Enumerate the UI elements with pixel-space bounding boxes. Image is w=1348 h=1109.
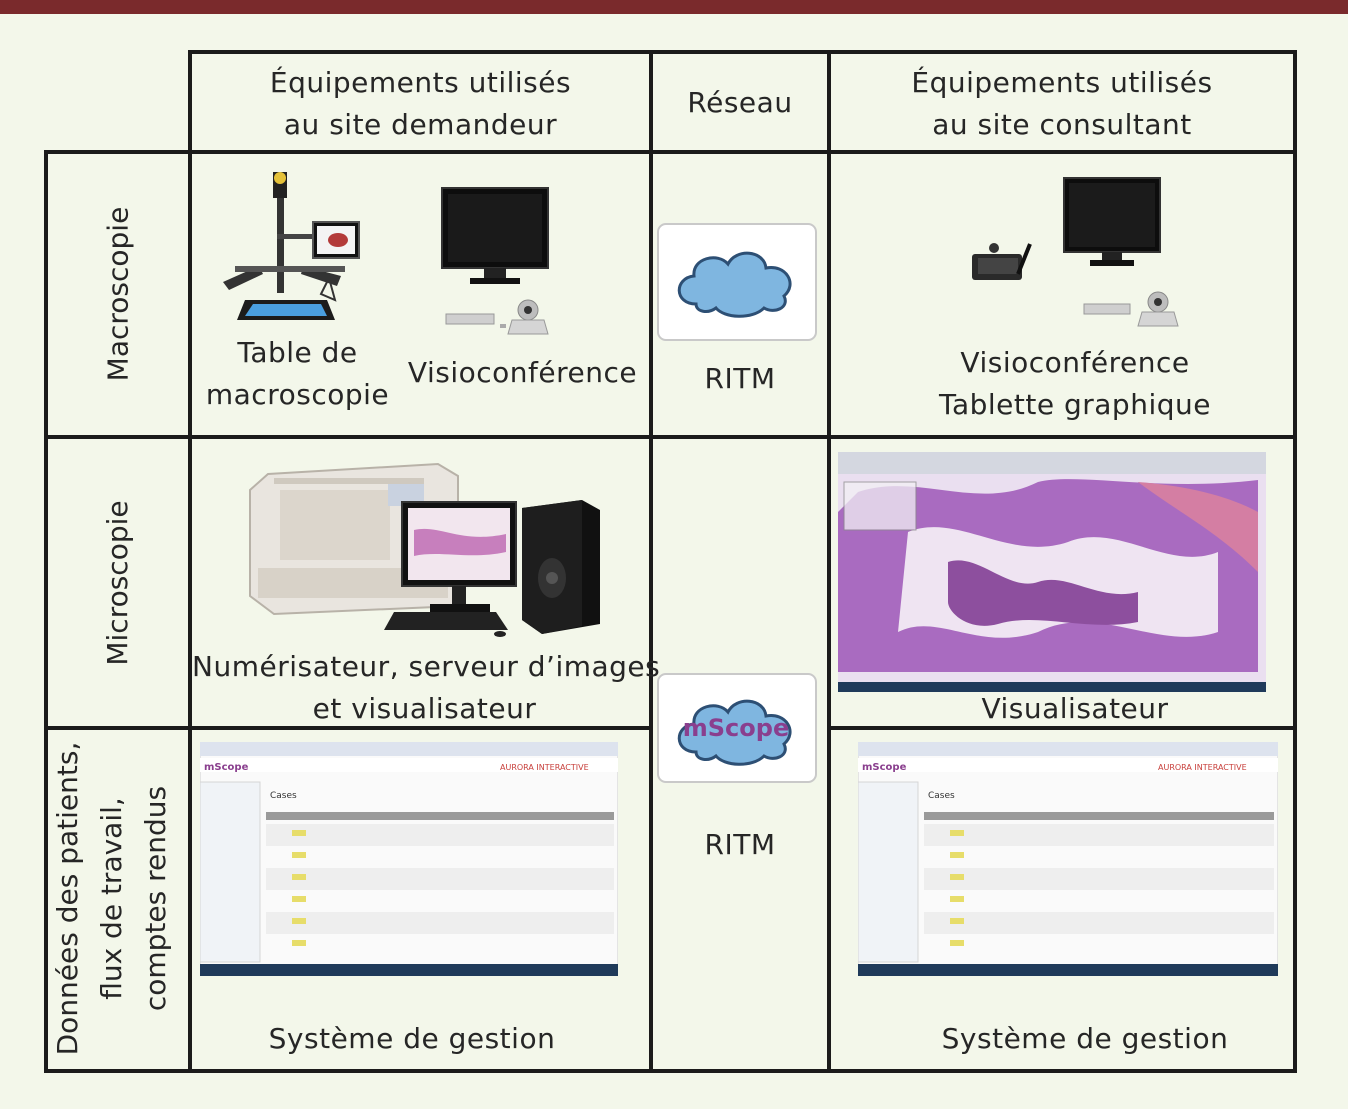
table-macroscopie-line2: macroscopie: [205, 378, 390, 411]
grid-line: [44, 150, 1296, 154]
grid-line: [44, 1069, 1296, 1073]
videoconference-camera-icon: [445, 299, 549, 335]
table-macroscopie-line1: Table de: [237, 336, 358, 369]
mscope-logo-text: mScope: [683, 714, 789, 742]
gestion-label-requester-text: Système de gestion: [268, 1022, 556, 1055]
consultant-macro-label: Visioconférence Tablette graphique: [910, 342, 1240, 426]
visio-label-requester: Visioconférence: [405, 352, 640, 394]
ritm-label-macro: RITM: [653, 358, 827, 400]
row-label-macroscopie-text: Macroscopie: [101, 206, 135, 382]
gestion-label-consultant: Système de gestion: [900, 1018, 1270, 1060]
header-consultant: Équipements utilisés au site consultant: [831, 62, 1293, 146]
visualisateur-label-text: Visualisateur: [981, 692, 1169, 725]
header-network-label: Réseau: [687, 86, 793, 119]
monitor-icon: [401, 501, 517, 612]
header-requester-line2: au site demandeur: [283, 108, 558, 141]
grid-line: [188, 50, 192, 1073]
gestion-label-consultant-text: Système de gestion: [941, 1022, 1229, 1055]
management-system-screenshot: mScope AURORA INTERACTIVE Cases: [858, 742, 1278, 976]
cloud-network-icon: [657, 223, 817, 341]
monitor-icon: [441, 187, 549, 284]
scanner-label: Numérisateur, serveur d’images et visual…: [192, 646, 661, 730]
row-label-microscopie: Microscopie: [95, 439, 141, 727]
grid-line: [44, 726, 651, 730]
visio-label-requester-text: Visioconférence: [407, 356, 638, 389]
top-bar: [0, 0, 1348, 14]
scanner-label-line2: et visualisateur: [312, 692, 537, 725]
management-system-screenshot: mScope AURORA INTERACTIVE Cases: [200, 742, 618, 976]
grid-line: [1293, 50, 1297, 1073]
gestion-label-requester: Système de gestion: [192, 1018, 632, 1060]
grid-line: [190, 50, 1296, 54]
row-label-donnees-line3: comptes rendus: [139, 785, 172, 1012]
header-network: Réseau: [653, 82, 827, 124]
row-label-macroscopie: Macroscopie: [96, 152, 142, 437]
ritm-label-macro-text: RITM: [704, 362, 776, 395]
ritm-label-data-text: RITM: [704, 828, 776, 861]
grid-line: [829, 726, 1296, 730]
screenshot-vendor: AURORA INTERACTIVE: [1158, 763, 1247, 772]
row-label-donnees-line2: flux de travail,: [95, 797, 128, 1000]
row-label-microscopie-text: Microscopie: [101, 500, 134, 666]
keyboard-icon: [384, 612, 508, 637]
screenshot-vendor: AURORA INTERACTIVE: [500, 763, 589, 772]
screenshot-heading: Cases: [928, 791, 955, 801]
header-requester: Équipements utilisés au site demandeur: [192, 62, 649, 146]
header-consultant-line1: Équipements utilisés: [911, 66, 1213, 99]
graphics-tablet-icon: [972, 243, 1032, 280]
server-tower-icon: [522, 500, 600, 634]
screenshot-heading: Cases: [270, 791, 297, 801]
visualisateur-label: Visualisateur: [900, 688, 1250, 730]
consultant-visio-label: Visioconférence: [960, 346, 1190, 379]
table-macroscopie-label: Table de macroscopie: [200, 332, 395, 416]
grid-line: [827, 50, 831, 1073]
table-macroscopie-icon: [223, 172, 360, 320]
row-label-donnees-line1: Données des patients,: [51, 741, 84, 1056]
slide-viewer-screenshot: [838, 452, 1266, 692]
videoconference-camera-icon: [1083, 291, 1179, 327]
row-label-donnees: Données des patients, flux de travail, c…: [46, 729, 185, 1068]
grid-line: [649, 50, 653, 1073]
mscope-logo-icon: mScope: [657, 673, 817, 783]
screenshot-brand: mScope: [204, 762, 249, 773]
monitor-icon: [1063, 177, 1161, 266]
grid-line: [44, 435, 1296, 439]
header-consultant-line2: au site consultant: [932, 108, 1192, 141]
consultant-tablette-label: Tablette graphique: [939, 388, 1211, 421]
grid-line: [44, 150, 48, 1073]
ritm-label-data: RITM: [653, 824, 827, 866]
header-requester-line1: Équipements utilisés: [269, 66, 572, 99]
screenshot-brand: mScope: [862, 762, 907, 773]
scanner-label-line1: Numérisateur, serveur d’images: [192, 650, 661, 683]
